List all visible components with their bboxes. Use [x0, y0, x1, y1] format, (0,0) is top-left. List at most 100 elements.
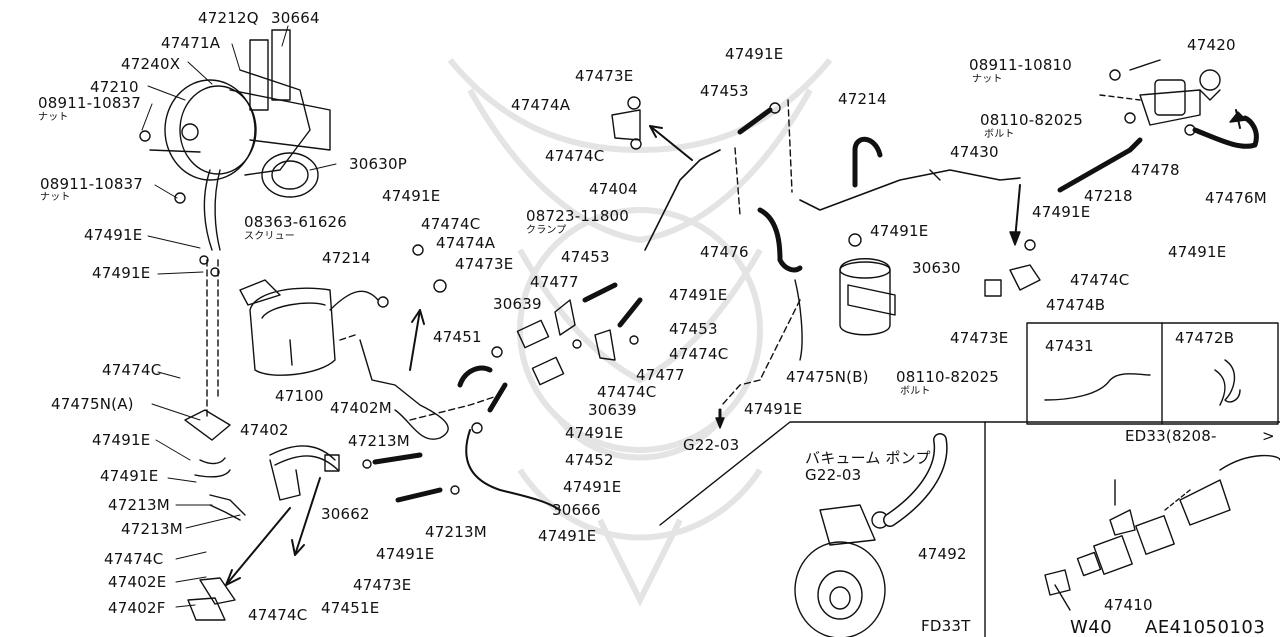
part-label: 47474C [102, 361, 162, 379]
part-label: 47420 [1187, 36, 1236, 54]
part-label: 08110-82025 [896, 368, 1000, 386]
part-note: ナット [38, 112, 69, 123]
part-label: 47100 [275, 387, 324, 405]
part-label: 47410 [1104, 596, 1153, 614]
part-label: 47478 [1131, 161, 1180, 179]
part-label: 47474C [669, 345, 729, 363]
part-label: 47453 [700, 82, 749, 100]
part-label: 47213M [121, 520, 183, 538]
part-label: 47453 [561, 248, 610, 266]
part-label: 30630 [912, 259, 961, 277]
part-label: 47475N(A) [51, 395, 134, 413]
part-note: クランプ [526, 225, 567, 236]
vacuum-pump [794, 504, 889, 637]
part-label: 47474C [248, 606, 308, 624]
bracket-47475n-a [184, 409, 231, 441]
part-label: 47472B [1175, 329, 1235, 347]
part-label: 30639 [493, 295, 542, 313]
pipe-47402 [209, 445, 340, 521]
part-label: G22-03 [683, 436, 740, 454]
part-label: 47451 [433, 328, 482, 346]
part-label: 47214 [322, 249, 371, 267]
part-label: 47473E [950, 329, 1009, 347]
part-label: 47451E [321, 599, 380, 617]
part-label: 47476M [1205, 189, 1267, 207]
part-label: 47473E [575, 67, 634, 85]
part-label: 47491E [1168, 243, 1227, 261]
part-label: 47474C [1070, 271, 1130, 289]
part-label: 47491E [1032, 203, 1091, 221]
part-label: 30662 [321, 505, 370, 523]
part-note: ボルト [984, 129, 1015, 140]
part-label: 47431 [1045, 337, 1094, 355]
part-label: 47491E [382, 187, 441, 205]
part-label: 30639 [588, 401, 637, 419]
part-label: 30666 [552, 501, 601, 519]
variant-label: FD33T [921, 617, 971, 635]
part-label: 47477 [636, 366, 685, 384]
part-label: 47491E [376, 545, 435, 563]
part-label: 47474A [436, 234, 496, 252]
part-label: 47475N(B) [786, 368, 869, 386]
leader-lines-left [141, 25, 337, 608]
reservoir-47100 [239, 279, 379, 376]
part-label: 47474C [421, 215, 481, 233]
part-label: 47491E [538, 527, 597, 545]
brake-booster [139, 29, 331, 251]
part-label: 08911-10837 [40, 175, 144, 193]
part-label: 47491E [100, 467, 159, 485]
variant-label: ED33(8208- [1125, 427, 1217, 445]
fd33t-frame [659, 421, 986, 637]
arrow-lower-left [225, 507, 291, 586]
section-title: バキューム ポンプ [805, 449, 931, 467]
part-label: 47491E [725, 45, 784, 63]
part-label: 47452 [565, 451, 614, 469]
part-label: 47402F [108, 599, 166, 617]
part-label: 08110-82025 [980, 111, 1084, 129]
part-label: 47491E [669, 286, 728, 304]
part-label: 47402M [330, 399, 392, 417]
part-label: 47474B [1046, 296, 1106, 314]
part-label: 47402E [108, 573, 167, 591]
part-label: 47430 [950, 143, 999, 161]
part-label: 08911-10837 [38, 94, 142, 112]
part-label: 47214 [838, 90, 887, 108]
part-label: 47213M [425, 523, 487, 541]
part-label: 47491E [744, 400, 803, 418]
diagram-code: AE41050103 [1145, 617, 1266, 637]
check-valve-30639-b [531, 356, 565, 386]
part-label: 47474A [511, 96, 571, 114]
hose-47402m [359, 339, 449, 440]
part-label: 47404 [589, 180, 638, 198]
part-label: 47473E [353, 576, 412, 594]
part-note: ナット [40, 192, 71, 203]
part-label: 47402 [240, 421, 289, 439]
part-label: 08363-61626 [244, 213, 348, 231]
part-label: 47477 [530, 273, 579, 291]
part-label: 47476 [700, 243, 749, 261]
part-label: 47210 [90, 78, 139, 96]
part-label: 47474C [597, 383, 657, 401]
part-label: 47491E [92, 264, 151, 282]
part-label: 47491E [563, 478, 622, 496]
section-ref: G22-03 [805, 466, 862, 484]
part-label: 30664 [271, 9, 320, 27]
part-label: 47474C [104, 550, 164, 568]
part-label: 47474C [545, 147, 605, 165]
part-label: 47473E [455, 255, 514, 273]
part-note: ボルト [900, 386, 931, 397]
part-label: 47491E [92, 431, 151, 449]
part-label: 47212Q [198, 9, 259, 27]
check-valve-30639-a [516, 319, 550, 349]
page-code: W40 [1070, 617, 1113, 637]
part-label: 47491E [565, 424, 624, 442]
part-label: 47240X [121, 55, 181, 73]
part-label: 47471A [161, 34, 221, 52]
part-label: 47492 [918, 545, 967, 563]
canister-30630 [839, 258, 896, 336]
part-label: 47218 [1084, 187, 1133, 205]
part-label: 47491E [870, 222, 929, 240]
inset-harness-frame [1026, 322, 1279, 425]
